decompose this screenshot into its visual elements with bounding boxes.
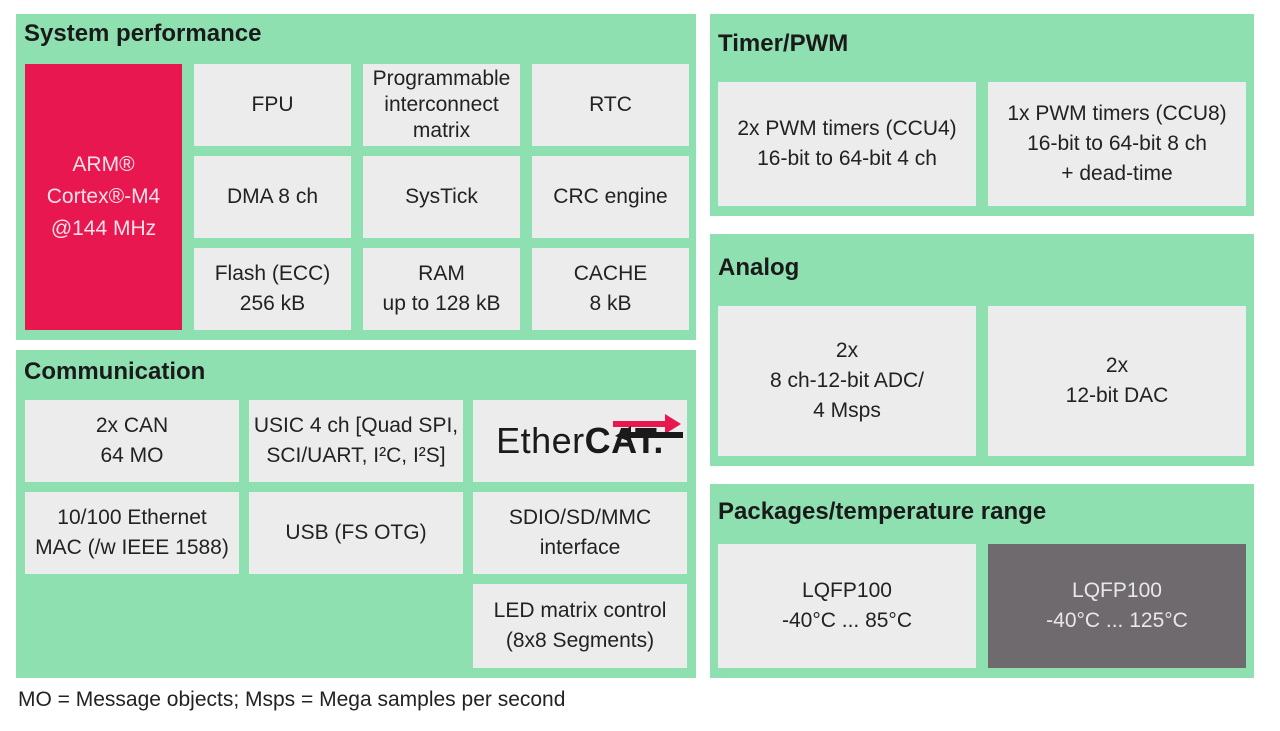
usb-box: USB (FS OTG) xyxy=(249,492,463,574)
packages-panel: Packages/temperature range LQFP100 -40°C… xyxy=(710,484,1254,678)
ethercat-logo: EtherCAT. xyxy=(496,420,664,461)
analog-panel: Analog 2x 8 ch-12-bit ADC/ 4 Msps 2x 12-… xyxy=(710,234,1254,466)
dac-box: 2x 12-bit DAC xyxy=(988,306,1246,456)
packages-title: Packages/temperature range xyxy=(718,498,1047,525)
ccu8-box: 1x PWM timers (CCU8) 16-bit to 64-bit 8 … xyxy=(988,82,1246,206)
cache-box: CACHE 8 kB xyxy=(532,248,689,330)
timer-pwm-panel: Timer/PWM 2x PWM timers (CCU4) 16-bit to… xyxy=(710,14,1254,216)
system-performance-panel: System performance ARM® Cortex®-M4 @144 … xyxy=(16,14,696,340)
interconnect-matrix-box: Programmable interconnect matrix xyxy=(363,64,520,146)
ethernet-box: 10/100 Ethernet MAC (/w IEEE 1588) xyxy=(25,492,239,574)
dma-box: DMA 8 ch xyxy=(194,156,351,238)
ethercat-arrows-icon xyxy=(613,414,683,442)
ccu4-box: 2x PWM timers (CCU4) 16-bit to 64-bit 4 … xyxy=(718,82,976,206)
analog-title: Analog xyxy=(718,254,800,281)
ethercat-logo-box: EtherCAT. xyxy=(473,400,687,482)
communication-panel: Communication 2x CAN 64 MO USIC 4 ch [Qu… xyxy=(16,350,696,678)
package-lqfp100-125-box: LQFP100 -40°C ... 125°C xyxy=(988,544,1246,668)
package-lqfp100-85-box: LQFP100 -40°C ... 85°C xyxy=(718,544,976,668)
communication-title: Communication xyxy=(24,358,206,385)
adc-box: 2x 8 ch-12-bit ADC/ 4 Msps xyxy=(718,306,976,456)
rtc-box: RTC xyxy=(532,64,689,146)
crc-engine-box: CRC engine xyxy=(532,156,689,238)
can-box: 2x CAN 64 MO xyxy=(25,400,239,482)
usic-box: USIC 4 ch [Quad SPI, SCI/UART, I²C, I²S] xyxy=(249,400,463,482)
cpu-box: ARM® Cortex®-M4 @144 MHz xyxy=(25,64,182,330)
fpu-box: FPU xyxy=(194,64,351,146)
systick-box: SysTick xyxy=(363,156,520,238)
system-performance-title: System performance xyxy=(24,20,262,47)
led-matrix-box: LED matrix control (8x8 Segments) xyxy=(473,584,687,668)
sdio-box: SDIO/SD/MMC interface xyxy=(473,492,687,574)
footnote: MO = Message objects; Msps = Mega sample… xyxy=(18,688,566,711)
timer-pwm-title: Timer/PWM xyxy=(718,30,849,57)
ram-box: RAM up to 128 kB xyxy=(363,248,520,330)
flash-box: Flash (ECC) 256 kB xyxy=(194,248,351,330)
